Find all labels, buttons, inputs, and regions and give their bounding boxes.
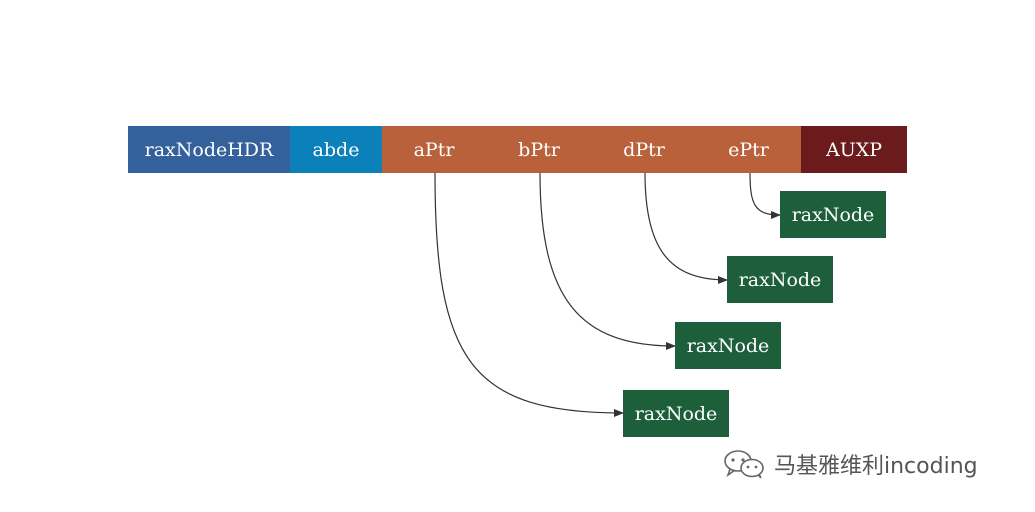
child-node-e: raxNode <box>780 191 886 238</box>
watermark: 马基雅维利incoding <box>722 448 978 480</box>
header-segment-aptr: aPtr <box>382 126 486 173</box>
child-node-b: raxNode <box>675 322 781 369</box>
wechat-icon <box>724 450 764 479</box>
arrow-dptr <box>644 172 728 284</box>
header-segment-dptr: dPtr <box>592 126 696 173</box>
header-segment-auxp: AUXP <box>801 126 907 173</box>
arrow-bptr <box>539 172 676 350</box>
header-segment-raxnodehdr: raxNodeHDR <box>128 126 290 173</box>
arrow-eptr <box>749 172 781 219</box>
watermark-text: 马基雅维利incoding <box>774 454 978 479</box>
header-segment-abde: abde <box>290 126 382 173</box>
arrow-aptr <box>434 172 624 417</box>
header-segment-bptr: bPtr <box>486 126 592 173</box>
child-node-d: raxNode <box>727 256 833 303</box>
header-segment-eptr: ePtr <box>696 126 801 173</box>
child-node-a: raxNode <box>623 390 729 437</box>
